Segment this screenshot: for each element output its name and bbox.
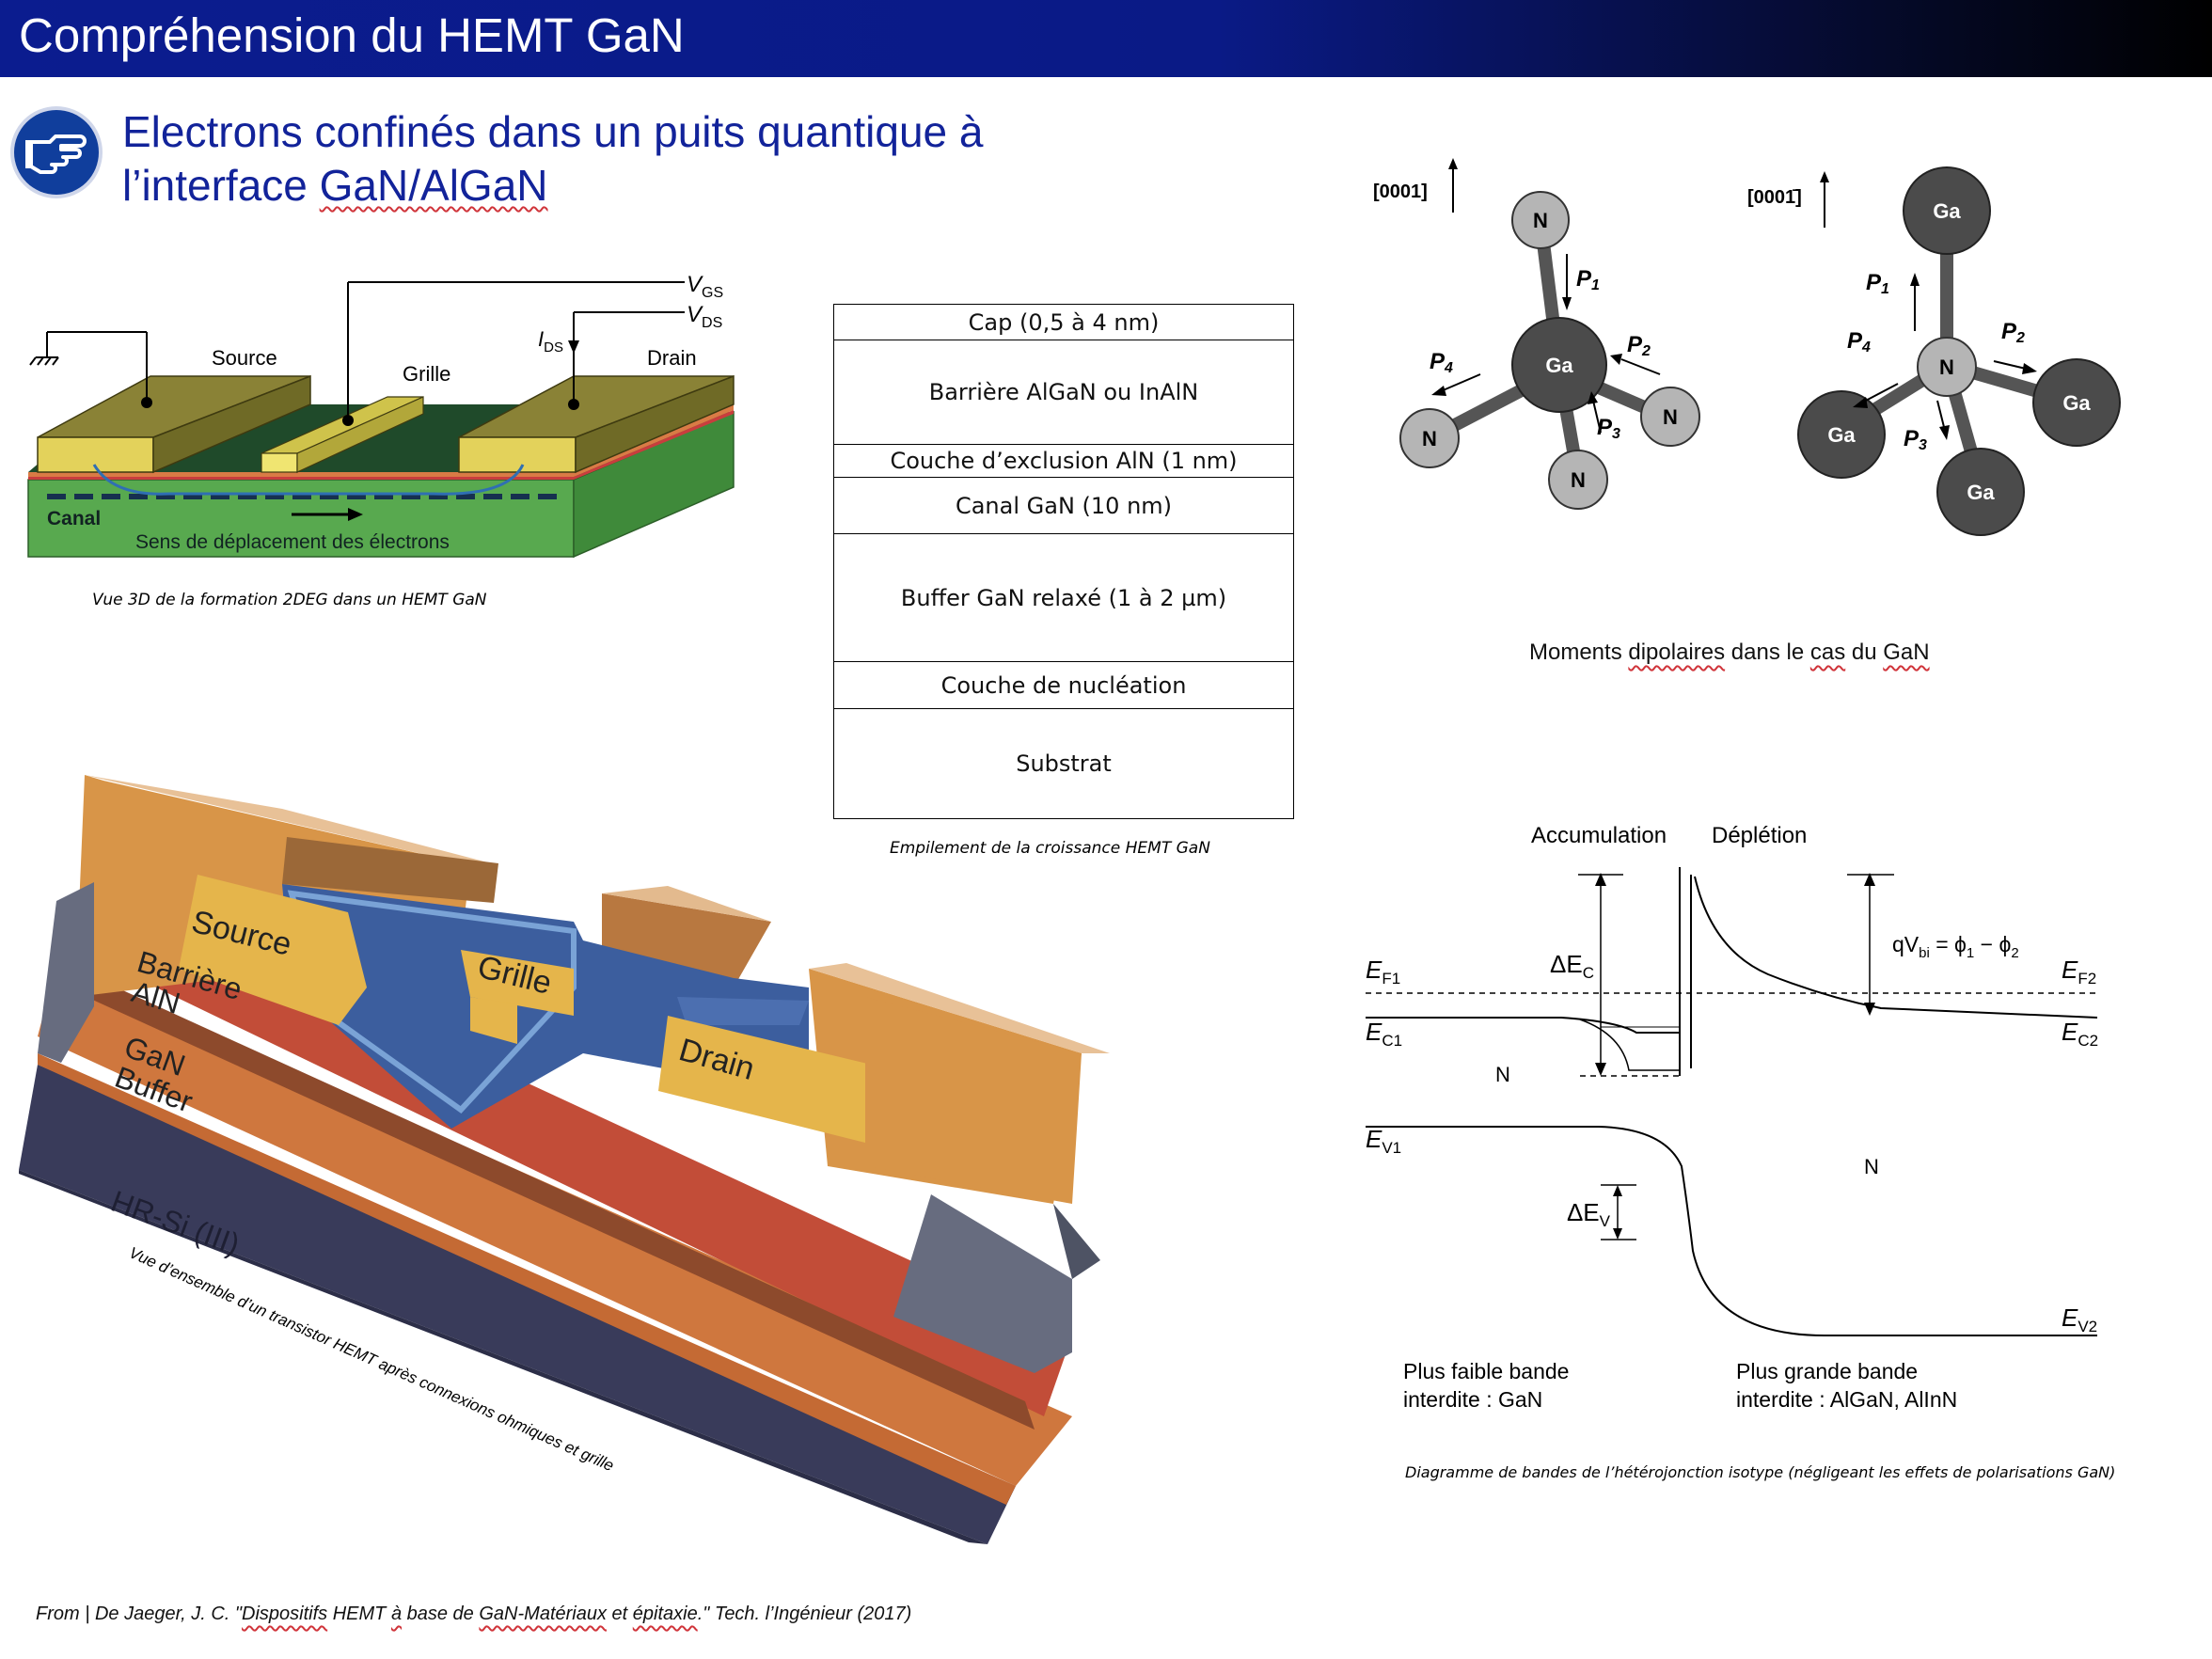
ids-label: IDS <box>538 327 563 356</box>
svg-text:N: N <box>1663 405 1678 429</box>
svg-text:N: N <box>1422 427 1437 450</box>
atom-n-center-right <box>1917 337 1977 397</box>
svg-text:P1: P1 <box>1576 266 1600 293</box>
stack-caption: Empilement de la croissance HEMT GaN <box>890 839 1210 858</box>
svg-text:EC1: EC1 <box>1366 1018 1402 1050</box>
grille-label: Grille <box>403 362 450 386</box>
stack-layer-barrier: Barrière AlGaN ou InAlN <box>834 340 1293 445</box>
svg-text:P3: P3 <box>1904 426 1927 453</box>
heading-line-1: Electrons confinés dans un puits quantiq… <box>122 107 984 156</box>
atom-ga-right-right <box>2032 358 2121 447</box>
svg-text:ΔEV: ΔEV <box>1567 1198 1611 1230</box>
svg-text:Ga: Ga <box>1545 354 1573 377</box>
atom-n-left <box>1399 408 1460 468</box>
dipole-diagram: [0001] N Ga N N N P1 P2 P3 P4 [0001̄] Ga… <box>1373 158 2121 536</box>
svg-text:Plus faible bande: Plus faible bande <box>1403 1359 1569 1383</box>
svg-text:EF2: EF2 <box>2062 956 2096 988</box>
slide-title: Compréhension du HEMT GaN <box>19 8 685 62</box>
svg-text:N: N <box>1939 356 1954 379</box>
svg-text:N: N <box>1533 209 1548 232</box>
hemt-3d-diagram: VGS VDS IDS Source Grille Drain Canal Se… <box>27 272 735 559</box>
stack-layer-channel: Canal GaN (10 nm) <box>834 478 1293 534</box>
svg-text:interdite : AlGaN, AlInN: interdite : AlGaN, AlInN <box>1736 1387 1957 1412</box>
band-diagram: Accumulation Déplétion ΔEC qVbi = ϕ1 − ϕ… <box>1366 823 2098 1412</box>
title-bar: Compréhension du HEMT GaN <box>0 0 2212 77</box>
stack-layer-cap: Cap (0,5 à 4 nm) <box>834 305 1293 340</box>
svg-text:N: N <box>1495 1063 1510 1086</box>
svg-text:interdite : GaN: interdite : GaN <box>1403 1387 1542 1412</box>
svg-text:EF1: EF1 <box>1366 956 1400 988</box>
svg-text:Ga: Ga <box>1933 199 1961 223</box>
svg-text:Ga: Ga <box>2062 391 2091 415</box>
svg-text:Plus grande bande: Plus grande bande <box>1736 1359 1918 1383</box>
atom-n-top-left <box>1511 191 1570 249</box>
svg-text:EC2: EC2 <box>2062 1018 2098 1050</box>
vds-label: VDS <box>687 302 722 331</box>
source-label: Source <box>212 346 277 370</box>
band-caption: Diagramme de bandes de l’hétérojonction … <box>1405 1463 2116 1481</box>
stack-layer-substrate: Substrat <box>1016 750 1112 777</box>
svg-text:EV2: EV2 <box>2062 1304 2097 1335</box>
svg-text:P2: P2 <box>2001 319 2025 346</box>
svg-text:P1: P1 <box>1866 270 1889 297</box>
stack-layer-exclusion: Couche d’exclusion AlN (1 nm) <box>834 445 1293 478</box>
section-heading: Electrons confinés dans un puits quantiq… <box>122 105 984 213</box>
hemt-device-overview: Source Grille Drain Barrière AlN GaN Buf… <box>19 775 1110 1544</box>
reference-footer: From | De Jaeger, J. C. "Dispositifs HEM… <box>36 1604 912 1624</box>
atom-n-right <box>1640 387 1700 447</box>
atom-n-bottom <box>1548 450 1608 510</box>
svg-text:P4: P4 <box>1430 349 1453 376</box>
svg-text:P2: P2 <box>1627 332 1651 359</box>
svg-text:Déplétion: Déplétion <box>1712 823 1807 848</box>
heading-line-2: l’interface GaN/AlGaN <box>122 161 548 210</box>
stack-layer-buffer: Buffer GaN relaxé (1 à 2 µm) <box>834 534 1293 662</box>
atom-ga-bottom-right <box>1936 448 2025 536</box>
dipole-caption: Moments dipolaires dans le cas du GaN <box>1529 640 1930 665</box>
atom-ga-left-right <box>1797 390 1886 479</box>
svg-text:P3: P3 <box>1597 415 1620 442</box>
growth-stack: Cap (0,5 à 4 nm) Barrière AlGaN ou InAlN… <box>833 304 1294 819</box>
svg-text:Ga: Ga <box>1827 423 1856 447</box>
svg-text:ΔEC: ΔEC <box>1550 950 1594 982</box>
svg-text:N: N <box>1864 1155 1879 1178</box>
svg-text:qVbi = ϕ1 − ϕ2: qVbi = ϕ1 − ϕ2 <box>1892 932 2019 961</box>
drain-label: Drain <box>647 346 697 370</box>
svg-text:P4: P4 <box>1847 328 1871 356</box>
svg-text:EV1: EV1 <box>1366 1125 1401 1157</box>
pointing-hand-icon <box>14 110 99 195</box>
canal-label: Canal <box>47 508 101 529</box>
svg-text:Accumulation: Accumulation <box>1531 823 1667 848</box>
hemt-3d-caption: Vue 3D de la formation 2DEG dans un HEMT… <box>92 591 487 609</box>
svg-text:[0001̄]: [0001̄] <box>1747 187 1802 208</box>
atom-ga-top-right <box>1903 166 1991 255</box>
svg-text:[0001]: [0001] <box>1373 182 1428 202</box>
vgs-label: VGS <box>687 272 723 301</box>
stack-layer-nucleation: Couche de nucléation <box>834 662 1293 709</box>
direction-label: Sens de déplacement des électrons <box>135 531 450 553</box>
svg-text:Ga: Ga <box>1967 481 1995 504</box>
svg-text:N: N <box>1571 468 1586 492</box>
atom-ga-center-left <box>1511 317 1607 413</box>
